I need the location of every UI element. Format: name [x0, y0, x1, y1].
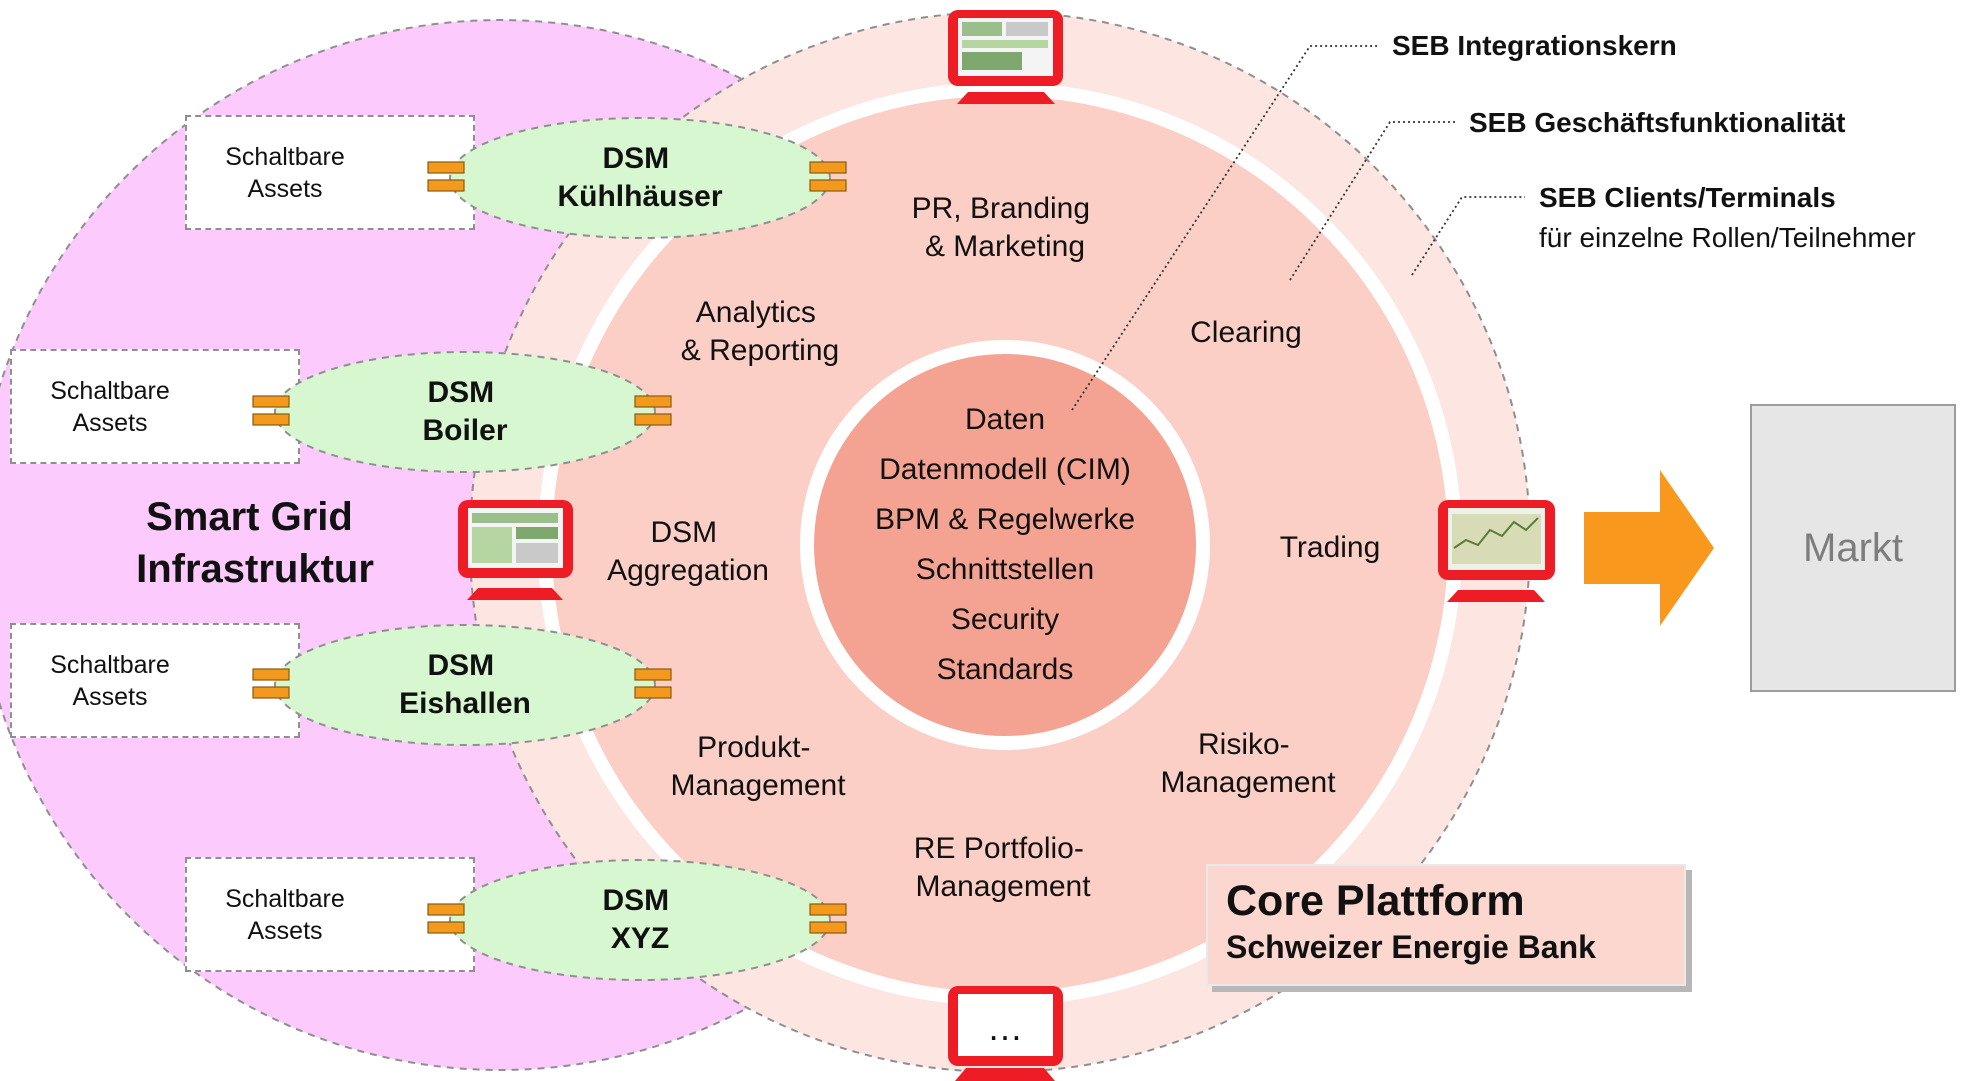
core-items-list: Daten Datenmodell (CIM) BPM & Regelwerke… — [875, 403, 1135, 686]
core-item: Daten — [965, 403, 1045, 436]
legend-clients-subtitle: für einzelne Rollen/Teilnehmer — [1539, 222, 1916, 253]
integration-core-circle — [800, 340, 1210, 750]
assets-label: Assets — [72, 408, 148, 437]
terminal-left-monitor-icon[interactable] — [458, 500, 573, 600]
function-clearing: Clearing — [1190, 316, 1302, 349]
leader-integration-core — [1071, 45, 1380, 411]
function-dsm-aggregation: DSM Aggregation — [607, 516, 769, 587]
core-item: BPM & Regelwerke — [875, 503, 1135, 536]
core-item: Datenmodell (CIM) — [879, 453, 1131, 486]
core-item: Standards — [937, 653, 1074, 686]
smart-grid-label: Smart Grid Infrastruktur — [136, 495, 374, 591]
terminal-top-monitor-icon[interactable] — [948, 10, 1063, 104]
function-re-portfolio: RE Portfolio- Management — [914, 832, 1092, 903]
terminal-more-label: … — [987, 1007, 1023, 1048]
assets-label: Assets — [72, 682, 148, 711]
leader-clients — [1411, 196, 1525, 276]
assets-label: Assets — [247, 916, 323, 945]
legend-business-func: SEB Geschäftsfunktionalität — [1469, 107, 1846, 138]
market-arrow-icon — [1584, 470, 1714, 626]
function-produkt-management: Produkt- Management — [670, 731, 846, 802]
core-item: Schnittstellen — [916, 553, 1094, 586]
market-label: Markt — [1803, 525, 1903, 570]
market-box: Markt — [1750, 404, 1956, 692]
legend-integration-core: SEB Integrationskern — [1392, 30, 1677, 61]
terminal-bottom-more-icon[interactable]: … — [948, 986, 1063, 1081]
core-platform-title: Core Plattform — [1226, 877, 1525, 925]
assets-label: Schaltbare — [225, 142, 345, 171]
terminal-right-monitor-icon[interactable] — [1438, 500, 1555, 602]
assets-label: Schaltbare — [50, 650, 170, 679]
legend-clients-title: SEB Clients/Terminals — [1539, 182, 1836, 213]
core-item: Security — [951, 603, 1059, 636]
function-risiko-management: Risiko- Management — [1160, 728, 1336, 799]
function-pr-branding: PR, Branding & Marketing — [912, 192, 1099, 263]
assets-label: Assets — [247, 174, 323, 203]
function-analytics: Analytics & Reporting — [681, 296, 839, 367]
assets-label: Schaltbare — [50, 376, 170, 405]
function-trading: Trading — [1280, 531, 1381, 564]
core-platform-subtitle: Schweizer Energie Bank — [1226, 929, 1596, 965]
assets-label: Schaltbare — [225, 884, 345, 913]
core-platform-box: Core Plattform Schweizer Energie Bank — [1206, 864, 1686, 986]
leader-business-func — [1289, 121, 1455, 281]
